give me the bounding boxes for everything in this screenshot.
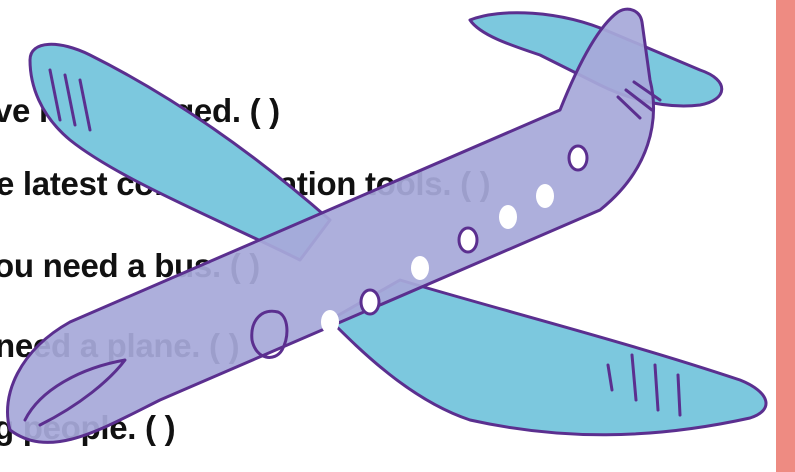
plane-window [567, 144, 589, 172]
plane-window [321, 310, 339, 334]
side-accent-bar [776, 0, 795, 472]
plane-nose-outline [23, 358, 127, 427]
plane-window [457, 226, 479, 254]
plane-window [411, 256, 429, 280]
plane-window [536, 184, 554, 208]
plane-stripes [48, 68, 682, 417]
plane-door [250, 309, 289, 359]
plane-fuselage [6, 7, 655, 444]
plane-windows [321, 144, 589, 334]
plane-window [359, 288, 381, 316]
plane-lower-wing [328, 278, 768, 437]
plane-window [499, 205, 517, 229]
